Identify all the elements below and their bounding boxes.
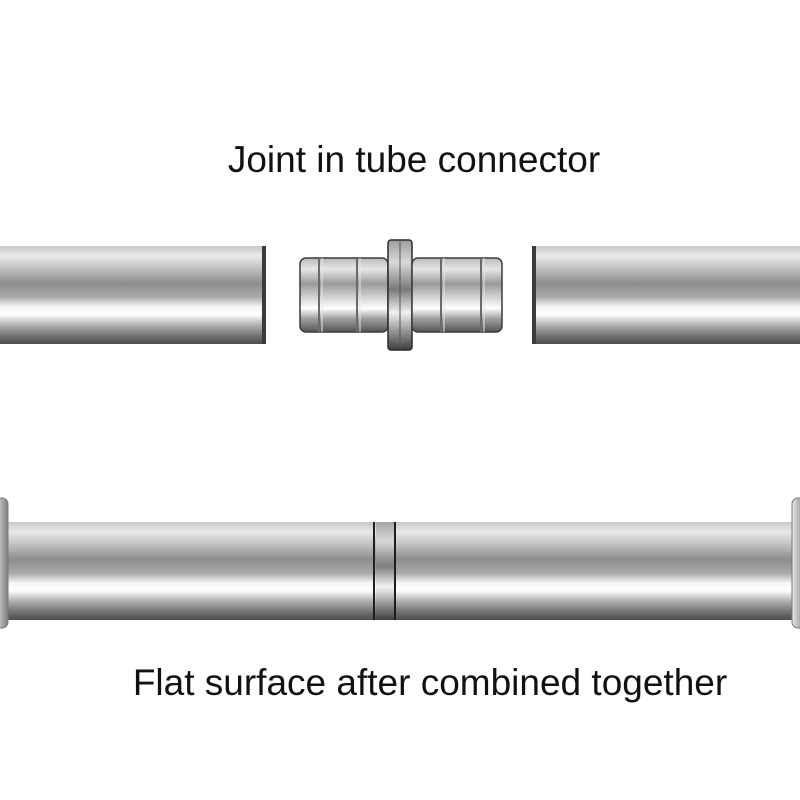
combined-tube <box>0 497 800 629</box>
left-tube-top <box>0 246 266 344</box>
caption-top: Joint in tube connector <box>227 139 601 180</box>
left-end-cap <box>0 497 9 629</box>
tube-connector <box>299 239 503 351</box>
joint-seam <box>373 522 396 620</box>
caption-bottom: Flat surface after combined together <box>132 662 728 703</box>
right-end-cap <box>791 497 800 629</box>
right-tube-top <box>532 246 800 344</box>
